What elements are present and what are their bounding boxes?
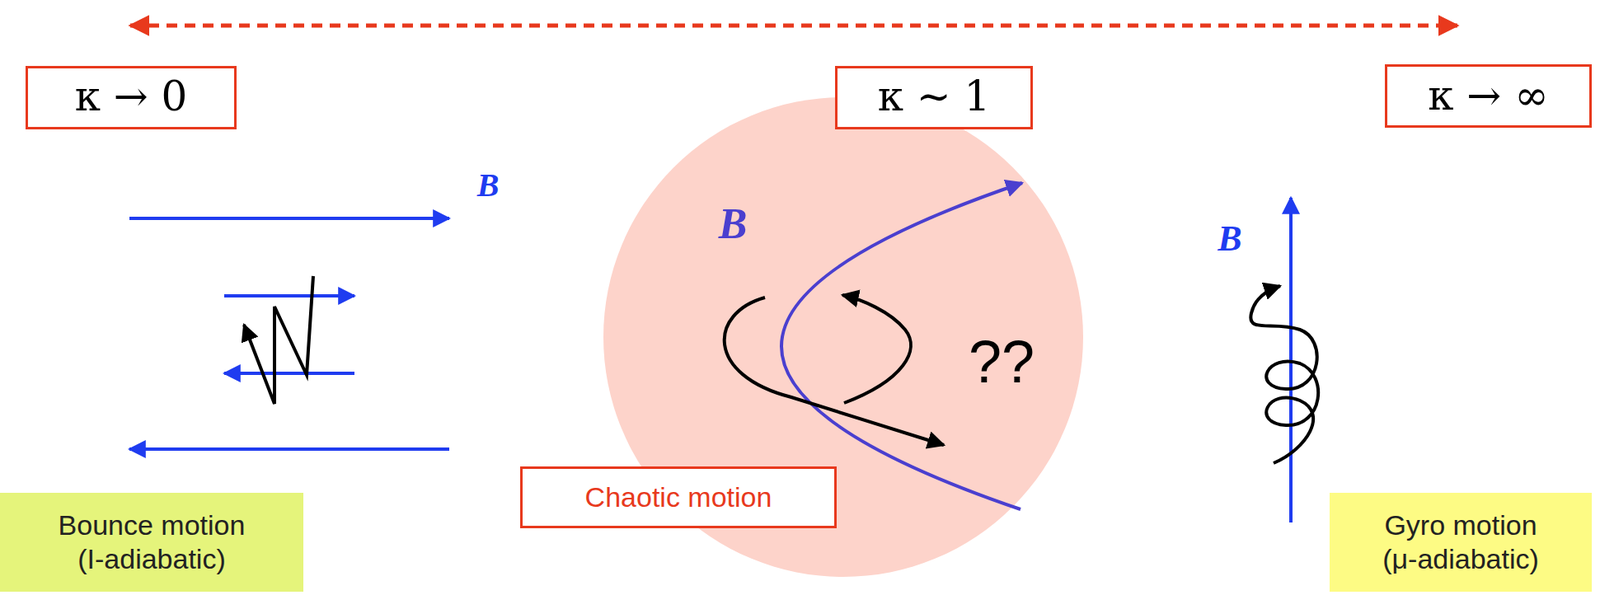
node-text: Bounce motion (I-adiabatic)	[51, 508, 254, 577]
question-marks: ??	[968, 329, 1035, 395]
kappa-box: κ ∼ 1	[835, 65, 1033, 130]
kappa-axis-arrow	[130, 23, 1458, 29]
node-text: κ → ∞	[1427, 72, 1549, 121]
node-text: κ → 0	[75, 73, 188, 122]
chaotic-trajectory	[724, 297, 944, 446]
node-text: Chaotic motion	[585, 480, 773, 515]
field-line	[129, 447, 450, 451]
node-text: κ ∼ 1	[877, 73, 991, 122]
chaotic-trajectory	[842, 295, 911, 404]
field-line	[224, 371, 355, 376]
field-label: B	[1217, 219, 1242, 259]
gyro-trajectory	[1250, 286, 1319, 464]
field-label: B	[477, 167, 500, 204]
kappa-box: κ → ∞	[1384, 64, 1592, 128]
node-text: Gyro motion (μ-adiabatic)	[1373, 508, 1549, 577]
kappa-box: κ → 0	[25, 65, 237, 130]
bounce-trajectory	[243, 276, 314, 404]
field-line	[129, 216, 450, 221]
field-label: B	[718, 200, 748, 248]
regime-box: Bounce motion (I-adiabatic)	[0, 492, 304, 592]
regime-box: Chaotic motion	[520, 466, 837, 529]
field-line	[224, 294, 355, 298]
regime-box: Gyro motion (μ-adiabatic)	[1329, 492, 1592, 592]
